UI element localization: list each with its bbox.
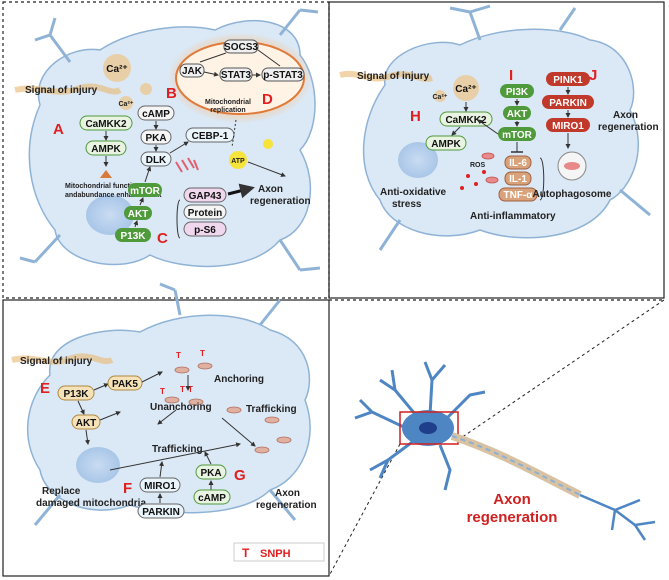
axon-regen-d: regeneration	[467, 509, 558, 526]
pka-c: PKA	[200, 468, 221, 479]
pink1-b: PINK1	[553, 75, 583, 86]
letter-g: G	[234, 467, 246, 484]
letter-h: H	[410, 108, 421, 125]
svg-text:T: T	[180, 385, 185, 394]
camkk2-a: CaMKK2	[85, 119, 127, 130]
zoom-box	[399, 411, 459, 445]
miro1-b: MIRO1	[552, 121, 584, 132]
atp-label: ATP	[231, 158, 245, 165]
mtor-a: mTOR	[130, 186, 161, 197]
svg-text:T: T	[200, 349, 205, 358]
il6-b: IL-6	[509, 158, 527, 169]
camkk2-b: CaMKK2	[445, 115, 487, 126]
jak-label: JAK	[182, 66, 203, 77]
panel-c-border	[2, 299, 330, 577]
trafficking-1: Trafficking	[246, 404, 297, 415]
axon-terminal	[579, 493, 656, 541]
anti-inflammatory: Anti-inflammatory	[470, 211, 556, 222]
ca-label-a: Ca²⁺	[106, 64, 127, 75]
anti-oxidative-1: Anti-oxidative	[380, 187, 447, 198]
replace-label-1: Replace	[42, 486, 81, 497]
ampk-a: AMPK	[91, 144, 121, 155]
legend-t: T	[242, 546, 250, 560]
ca-small-b: Ca²⁺	[433, 94, 448, 101]
axon-regen-d-1: Axon	[493, 491, 531, 508]
legend-snph: SNPH	[260, 548, 291, 560]
akt-a: AKT	[128, 209, 149, 220]
axon-regen-c: regeneration	[256, 500, 317, 511]
axon-regen-b-1: Axon	[613, 110, 638, 121]
atp-circle	[229, 151, 247, 169]
camp-a: cAMP	[142, 109, 170, 120]
letter-b: B	[166, 85, 177, 102]
pstat3-label: p-STAT3	[263, 70, 303, 81]
letter-c: C	[157, 230, 168, 247]
pi3k-a: P13K	[120, 231, 146, 242]
camp-c: cAMP	[198, 493, 226, 504]
stat3-label: STAT3	[221, 70, 252, 81]
anchoring-label: Anchoring	[214, 374, 264, 385]
socs3-label: SOCS3	[224, 42, 258, 53]
panel-d: Axon regeneration	[328, 299, 665, 577]
pak5-c: PAK5	[112, 379, 138, 390]
signal-injury-a: Signal of injury	[25, 85, 98, 96]
ca-label-b: Ca²⁺	[455, 84, 476, 95]
panel-b-border	[328, 1, 665, 299]
signal-injury-c: Signal of injury	[20, 356, 93, 367]
letter-f: F	[123, 480, 132, 497]
akt-c: AKT	[76, 418, 97, 429]
trafficking-2: Trafficking	[152, 444, 203, 455]
tnf-b: TNF-α	[504, 190, 534, 201]
ca-small-a: Ca²⁺	[119, 101, 134, 108]
anti-oxidative: stress	[392, 199, 422, 210]
replace-label: damaged mitochondria	[36, 498, 146, 509]
protein-a: Protein	[188, 208, 222, 219]
signal-injury-b: Signal of injury	[357, 71, 430, 82]
parkin-b: PARKIN	[549, 98, 587, 109]
nucleus-a	[86, 195, 134, 235]
ca-ion-a	[103, 54, 131, 82]
svg-text:T: T	[176, 351, 181, 360]
mtor-b: mTOR	[502, 130, 533, 141]
letter-a: A	[53, 121, 64, 138]
axon-regen-c-1: Axon	[275, 488, 300, 499]
neuron-dendrites	[354, 361, 486, 491]
svg-text:T: T	[188, 385, 193, 394]
pi3k-b: PI3K	[506, 87, 529, 98]
dlk-a: DLK	[146, 155, 167, 166]
panel-b: Signal of injury Ca²⁺ Ca²⁺ H CaMKK2 AMPK…	[339, 4, 659, 251]
letter-i: I	[509, 67, 513, 84]
pi3k-c: P13K	[63, 389, 89, 400]
axon-regen-a-1: Axon	[258, 184, 283, 195]
axon-regen-b: regeneration	[598, 122, 659, 133]
letter-e: E	[40, 380, 50, 397]
nucleus-c	[76, 447, 120, 483]
legend-box	[233, 542, 325, 562]
pka-a: PKA	[145, 133, 166, 144]
ros-label: ROS	[470, 162, 486, 169]
letter-j: J	[589, 67, 597, 84]
axon-regen-a: regeneration	[250, 196, 311, 207]
letter-d: D	[262, 91, 273, 108]
nucleus-b	[398, 142, 438, 178]
akt-b: AKT	[507, 109, 528, 120]
svg-text:T: T	[160, 387, 165, 396]
ps6-a: p-S6	[194, 225, 216, 236]
unanchoring-label: Unanchoring	[150, 402, 212, 413]
ampk-b: AMPK	[431, 139, 461, 150]
parkin-c: PARKIN	[142, 507, 180, 518]
il1-b: IL-1	[509, 174, 527, 185]
cebp-a: CEBP-1	[192, 131, 229, 142]
miro1-c: MIRO1	[144, 481, 176, 492]
gap43-a: GAP43	[189, 191, 222, 202]
autophagosome-label: Autophagosome	[533, 189, 612, 200]
